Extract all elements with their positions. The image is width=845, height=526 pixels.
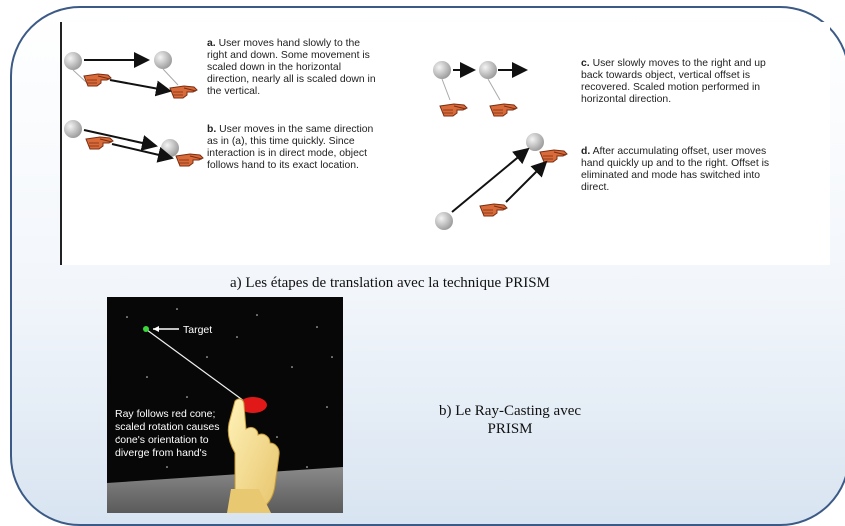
pointing-hand-icon xyxy=(169,85,198,99)
step-a-letter: a. xyxy=(207,38,216,49)
arrow-icon xyxy=(505,160,548,203)
pointing-hand-icon xyxy=(489,103,518,117)
sphere-object-icon xyxy=(64,120,82,138)
ray-label-line-3: cone's orientation to xyxy=(115,434,209,446)
pointing-hand-icon xyxy=(85,136,114,150)
ray-label-line-2: scaled rotation causes xyxy=(115,421,219,433)
sphere-object-icon xyxy=(433,61,451,79)
caption-b: b) Le Ray-Casting avec PRISM xyxy=(400,402,620,438)
step-d-diagram xyxy=(435,133,568,230)
red-cone xyxy=(239,397,267,413)
sphere-object-icon xyxy=(64,52,82,70)
step-a-diagram xyxy=(64,51,198,99)
ray-label-line-4: diverge from hand's xyxy=(115,447,207,459)
sphere-object-icon xyxy=(154,51,172,69)
pointing-hand-icon xyxy=(175,153,204,167)
step-d-text: d. After accumulating offset, user moves… xyxy=(581,146,781,194)
step-c-text: c. User slowly moves to the right and up… xyxy=(581,58,781,106)
step-d-description: After accumulating offset, user moves ha… xyxy=(581,146,770,193)
step-c-description: User slowly moves to the right and up ba… xyxy=(581,58,766,105)
caption-b-line-1: b) Le Ray-Casting avec xyxy=(438,403,582,419)
step-a-description: User moves hand slowly to the right and … xyxy=(207,38,376,97)
caption-b-line-2: PRISM xyxy=(487,421,533,437)
sphere-object-icon xyxy=(435,212,453,230)
arrow-icon xyxy=(111,143,174,163)
figure-border-line xyxy=(60,22,62,265)
arrow-icon xyxy=(109,79,172,97)
sphere-object-icon xyxy=(161,139,179,157)
step-b-text: b. User moves in the same direction as i… xyxy=(207,124,377,172)
step-c-letter: c. xyxy=(581,58,590,69)
pointing-hand-icon xyxy=(539,149,568,163)
arrow-icon xyxy=(451,147,530,213)
ray-line xyxy=(146,329,245,402)
step-a-text: a. User moves hand slowly to the right a… xyxy=(207,38,377,98)
pointing-hand-icon xyxy=(479,203,508,217)
step-c-diagram xyxy=(433,61,528,117)
translation-diagram xyxy=(64,51,568,230)
caption-a: a) Les étapes de translation avec la tec… xyxy=(230,275,550,291)
sphere-object-icon xyxy=(479,61,497,79)
prism-translation-figure xyxy=(60,22,830,265)
step-b-letter: b. xyxy=(207,124,217,135)
star-dots xyxy=(118,308,333,468)
target-label: Target xyxy=(183,324,212,336)
floor-plane xyxy=(107,467,343,513)
pointing-hand-image xyxy=(227,398,280,513)
ray-casting-scene: Target Ray follows red cone; scaled rota… xyxy=(107,297,343,513)
arrow-icon xyxy=(83,129,158,151)
ray-casting-image: Target Ray follows red cone; scaled rota… xyxy=(107,297,343,513)
step-d-letter: d. xyxy=(581,146,591,157)
pointing-hand-icon xyxy=(83,73,112,87)
step-b-description: User moves in the same direction as in (… xyxy=(207,124,374,171)
target-dot xyxy=(143,326,149,332)
pointing-hand-icon xyxy=(439,103,468,117)
step-b-diagram xyxy=(64,120,204,167)
ray-label-line-1: Ray follows red cone; xyxy=(115,408,215,420)
sphere-object-icon xyxy=(526,133,544,151)
